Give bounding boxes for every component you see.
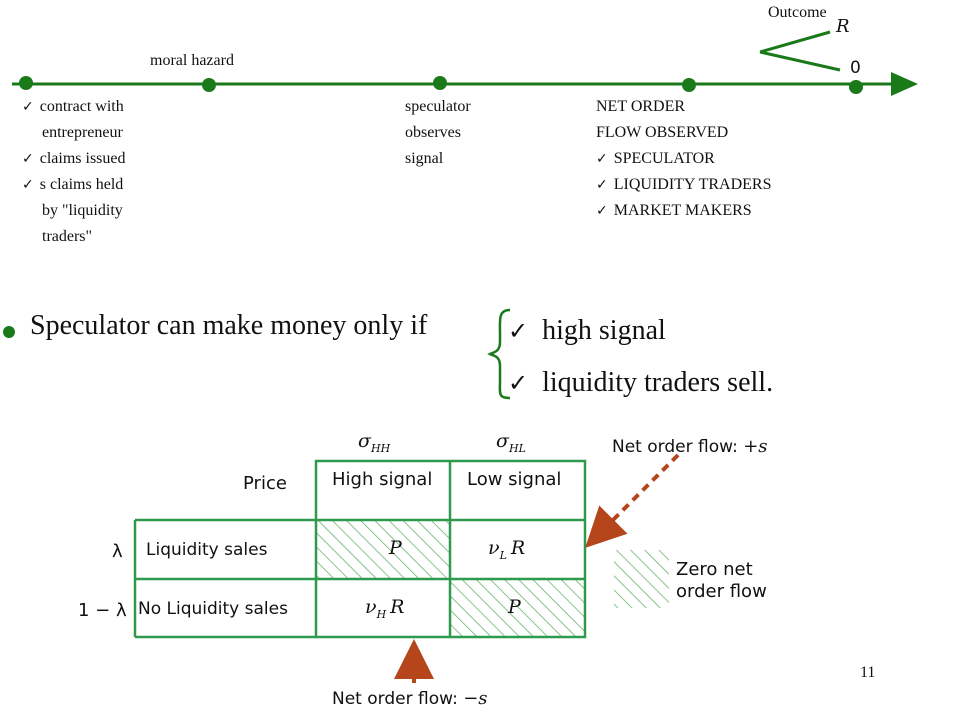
payoff-table-graphic: [133, 453, 680, 683]
t0-item: s claims held: [22, 176, 123, 193]
moral-hazard-label: moral hazard: [150, 52, 234, 69]
row-header-liquidity: Liquidity sales: [146, 540, 268, 560]
condition-item: high signal: [508, 315, 666, 346]
col-header-high: High signal: [332, 469, 433, 490]
r-symbol: R: [390, 596, 405, 618]
outcome-label: Outcome: [768, 4, 827, 21]
timeline-dot-t2: [433, 76, 447, 90]
row-header-noliquidity: No Liquidity sales: [138, 599, 288, 619]
col-header-low: Low signal: [467, 469, 562, 490]
net-flow-value: −s: [463, 688, 488, 709]
legend-line: Zero net: [676, 559, 753, 580]
outcome-branch-down: [759, 50, 841, 72]
r-symbol: R: [510, 537, 526, 559]
bullet-dot: [3, 326, 15, 338]
legend-hatch-swatch: [614, 550, 669, 608]
t0-event-list: contract with entrepreneur claims issued…: [22, 94, 126, 250]
timeline-graphic: [12, 30, 918, 96]
sigma-subscript: HH: [370, 441, 391, 455]
hatch-cell-high-liq: [316, 520, 450, 579]
cell-high-liq: P: [389, 537, 402, 559]
sigma-hl-label: σHL: [496, 430, 526, 455]
t2-line: speculator: [405, 98, 471, 115]
conditions-list: high signal liquidity traders sell.: [508, 305, 773, 409]
bullet-graphic: [3, 326, 15, 338]
outcome-zero-label: 0: [850, 58, 861, 78]
t0-item: contract with: [22, 98, 124, 115]
t0-item: claims issued: [22, 150, 126, 167]
timeline-dot-t1: [202, 78, 216, 92]
t0-item: traders": [42, 228, 93, 245]
hatch-cell-low-noliq: [450, 579, 585, 637]
price-label: Price: [243, 473, 287, 494]
arrow-net-plus: [585, 453, 680, 548]
t3-line: FLOW OBSERVED: [596, 124, 729, 141]
sigma-hh-label: σHH: [358, 430, 390, 455]
net-order-flow-minus: Net order flow: −s: [332, 688, 488, 709]
net-order-flow-plus: Net order flow: +s: [612, 436, 768, 457]
sigma-symbol: σ: [358, 430, 371, 452]
row-prob-lambda: λ: [112, 541, 123, 562]
net-flow-prefix: Net order flow:: [612, 437, 744, 457]
timeline-dot-t3: [682, 78, 696, 92]
brace-graphic: [487, 308, 511, 400]
t2-event-list: speculator observes signal: [405, 94, 471, 172]
outcome-branch-up: [759, 30, 831, 54]
nu-subscript: L: [499, 548, 507, 562]
t0-item: by "liquidity: [42, 202, 123, 219]
t3-line: NET ORDER: [596, 98, 686, 115]
table-grid: [133, 459, 587, 639]
t3-line: SPECULATOR: [596, 150, 715, 167]
t0-item: entrepreneur: [42, 124, 123, 141]
t3-line: LIQUIDITY TRADERS: [596, 176, 772, 193]
legend-line: order flow: [676, 581, 767, 602]
net-flow-value: +s: [743, 436, 768, 457]
timeline-dot-t4: [849, 80, 863, 94]
nu-subscript: H: [376, 607, 387, 621]
t2-line: signal: [405, 150, 444, 167]
condition-item: liquidity traders sell.: [508, 367, 773, 398]
sigma-symbol: σ: [496, 430, 509, 452]
timeline-dot-t0: [19, 76, 33, 90]
nu-symbol: ν: [365, 596, 377, 618]
outcome-r-label: R: [836, 16, 850, 37]
sigma-subscript: HL: [508, 441, 526, 455]
net-flow-prefix: Net order flow:: [332, 689, 464, 709]
legend-zero-net: Zero net order flow: [676, 559, 767, 603]
cell-low-noliq: P: [508, 596, 521, 618]
page-number: 11: [860, 664, 876, 681]
row-prob-one-minus-lambda: 1 − λ: [78, 600, 127, 621]
nu-symbol: ν: [488, 537, 500, 559]
main-statement: Speculator can make money only if: [30, 310, 428, 341]
t2-line: observes: [405, 124, 461, 141]
condition-brace: [487, 308, 511, 400]
t3-line: MARKET MAKERS: [596, 202, 752, 219]
t3-event-list: NET ORDER FLOW OBSERVED SPECULATOR LIQUI…: [596, 94, 772, 224]
